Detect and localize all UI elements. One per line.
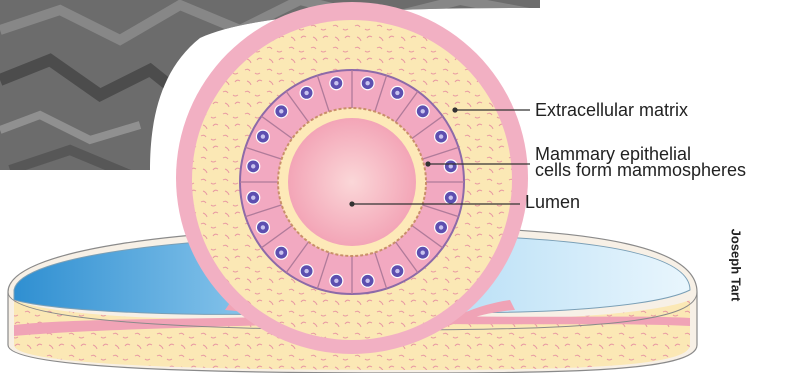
cell-nucleus <box>416 246 429 259</box>
artist-credit-text: Joseph Tart <box>729 229 744 302</box>
label-epithelial-cells-line2: cells form mammospheres <box>535 162 746 179</box>
cell-nucleus <box>275 105 288 118</box>
lumen <box>288 118 416 246</box>
cell-nucleus <box>444 160 457 173</box>
cell-nucleus <box>256 130 269 143</box>
label-lumen: Lumen <box>525 194 580 211</box>
cell-nucleus <box>361 274 374 287</box>
cell-nucleus <box>330 77 343 90</box>
cell-nucleus <box>275 246 288 259</box>
cell-nucleus <box>247 191 260 204</box>
cell-nucleus <box>300 265 313 278</box>
cell-nucleus <box>391 265 404 278</box>
cell-nucleus <box>247 160 260 173</box>
cell-nucleus <box>391 86 404 99</box>
artist-credit: Joseph Tart <box>726 210 746 320</box>
cell-nucleus <box>416 105 429 118</box>
cell-nucleus <box>300 86 313 99</box>
cell-nucleus <box>256 221 269 234</box>
cell-nucleus <box>330 274 343 287</box>
cell-nucleus <box>435 130 448 143</box>
cell-nucleus <box>444 191 457 204</box>
cell-nucleus <box>361 77 374 90</box>
label-extracellular-matrix: Extracellular matrix <box>535 102 688 119</box>
cell-nucleus <box>435 221 448 234</box>
